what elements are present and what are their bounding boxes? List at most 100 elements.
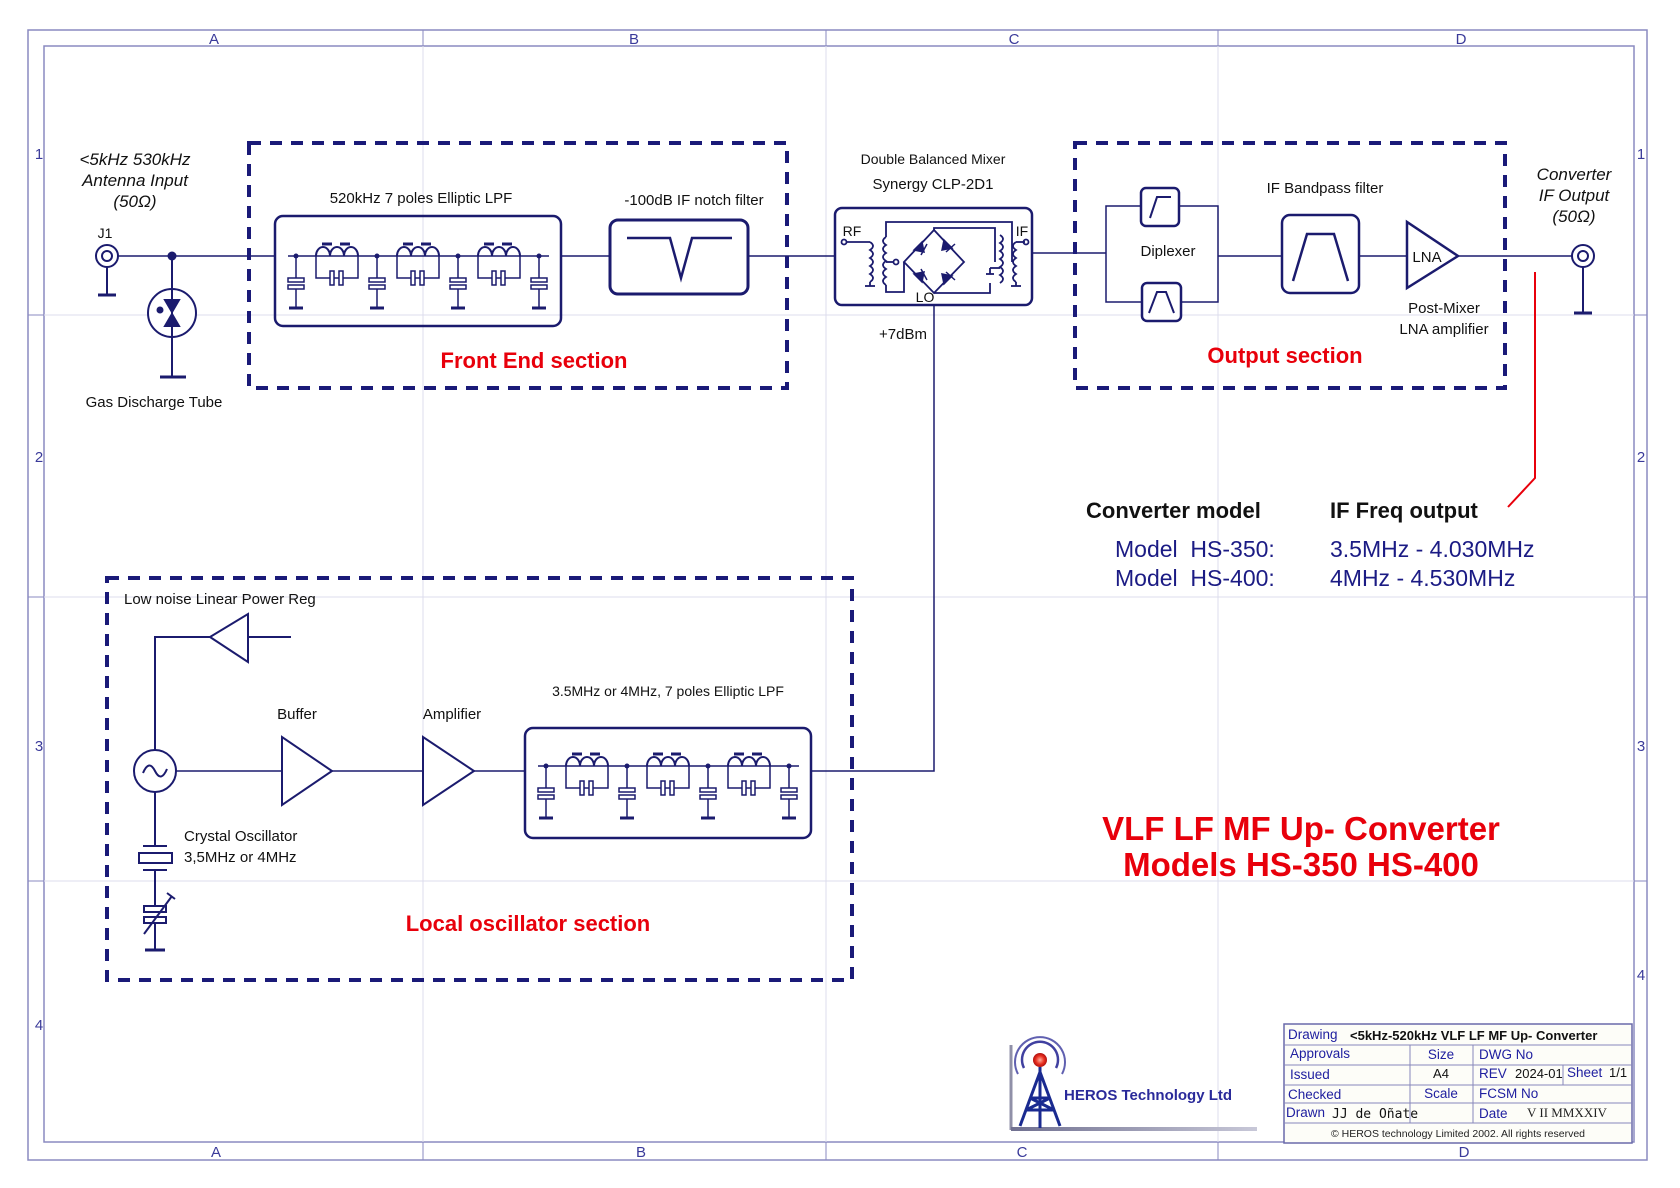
row-label-2-right: 2 — [1637, 449, 1645, 466]
front-end-section-border — [247, 141, 789, 390]
model-table-header-freq: IF Freq output — [1330, 498, 1479, 523]
oscillator-source-icon[interactable] — [133, 749, 177, 793]
tb-rev-label: REV — [1479, 1066, 1507, 1081]
lo-level-label: +7dBm — [879, 326, 927, 343]
output-connector-icon[interactable] — [1571, 244, 1595, 315]
input-connector-icon[interactable] — [95, 244, 119, 297]
output-section-title: Output section — [1207, 343, 1362, 368]
highpass-filter-icon — [1139, 186, 1181, 228]
buffer-amplifier-icon[interactable] — [281, 735, 334, 807]
front-end-lpf-block[interactable] — [273, 214, 563, 328]
row-label-4-right: 4 — [1637, 967, 1645, 984]
output-label-line2: IF Output — [1539, 186, 1611, 205]
mixer-diodes-icon — [912, 238, 956, 286]
tb-drawn-label: Drawn — [1286, 1105, 1325, 1120]
lo-lpf-label: 3.5MHz or 4MHz, 7 poles Elliptic LPF — [552, 683, 784, 699]
gas-discharge-tube-label: Gas Discharge Tube — [86, 394, 223, 411]
buffer-label: Buffer — [277, 706, 317, 723]
diplexer-block[interactable] — [1105, 186, 1219, 323]
mixer-part-label: Synergy CLP-2D1 — [873, 176, 994, 193]
lpf-schematic-icon — [287, 242, 549, 310]
grid-row-labels-right: 1 2 3 4 — [1637, 146, 1645, 984]
model-table: Converter model IF Freq output Model HS-… — [1086, 498, 1535, 591]
tb-fcsm-label: FCSM No — [1479, 1086, 1538, 1101]
col-label-d: D — [1456, 31, 1467, 48]
power-regulator-icon — [154, 612, 291, 750]
row-label-3-right: 3 — [1637, 738, 1645, 755]
col-label-c-bottom: C — [1017, 1144, 1028, 1161]
lna-caption-1: Post-Mixer — [1408, 300, 1480, 317]
radio-tower-icon — [1014, 1036, 1066, 1128]
logo-text: HEROS Technology Ltd — [1064, 1087, 1232, 1104]
crystal-icon — [138, 792, 173, 905]
grid-column-labels-bottom: A B C D — [211, 1144, 1470, 1161]
row-label-1: 1 — [35, 146, 43, 163]
antenna-impedance: (50Ω) — [113, 192, 156, 211]
model-row-2-freq: 4MHz - 4.530MHz — [1330, 565, 1515, 591]
tb-drawing-value: <5kHz-520kHz VLF LF MF Up- Converter — [1350, 1028, 1597, 1043]
col-label-a-bottom: A — [211, 1144, 221, 1161]
lo-lpf-schematic-icon — [537, 752, 799, 820]
tb-copyright: © HEROS technology Limited 2002. All rig… — [1331, 1128, 1585, 1140]
company-logo: HEROS Technology Ltd — [1009, 1036, 1257, 1131]
main-title-line2: Models HS-350 HS-400 — [1123, 846, 1479, 883]
mixer-port-if: IF — [1016, 223, 1028, 239]
tb-sheet-value: 1/1 — [1609, 1065, 1627, 1080]
crystal-label-2: 3,5MHz or 4MHz — [184, 849, 297, 866]
amplifier-label: Amplifier — [423, 706, 481, 723]
tb-checked-label: Checked — [1288, 1087, 1341, 1102]
connector-ref-j1: J1 — [98, 225, 113, 241]
front-end-section-title: Front End section — [441, 348, 628, 373]
power-reg-label: Low noise Linear Power Reg — [124, 591, 316, 608]
model-table-header-model: Converter model — [1086, 498, 1261, 523]
tb-rev-value: 2024-01 — [1515, 1066, 1563, 1081]
tb-dwg-label: DWG No — [1479, 1047, 1533, 1062]
gas-discharge-tube-icon — [147, 256, 197, 379]
lo-amplifier-icon[interactable] — [422, 735, 476, 807]
antenna-input-label: <5kHz 530kHz Antenna Input (50Ω) — [79, 150, 191, 211]
lna-label: LNA — [1412, 249, 1441, 266]
front-end-lpf-label: 520kHz 7 poles Elliptic LPF — [330, 190, 513, 207]
callout-line — [1507, 272, 1536, 508]
col-label-c: C — [1009, 31, 1020, 48]
if-bandpass-label: IF Bandpass filter — [1267, 180, 1384, 197]
model-row-1-model: Model HS-350: — [1115, 536, 1275, 562]
col-label-a: A — [209, 31, 219, 48]
notch-response-icon — [627, 236, 732, 283]
tb-scale-label: Scale — [1424, 1086, 1458, 1101]
trimmer-capacitor-icon — [143, 892, 176, 952]
row-label-2: 2 — [35, 449, 43, 466]
notch-filter-label: -100dB IF notch filter — [624, 192, 763, 209]
mixer-schematic-icon — [840, 221, 1030, 295]
model-row-2-model: Model HS-400: — [1115, 565, 1275, 591]
lo-lpf-block[interactable] — [523, 726, 813, 840]
local-oscillator-section-title: Local oscillator section — [406, 911, 651, 936]
mixer-type-label: Double Balanced Mixer — [861, 151, 1006, 167]
tb-issued-label: Issued — [1290, 1067, 1330, 1082]
mixer-port-rf: RF — [843, 223, 862, 239]
main-title-line1: VLF LF MF Up- Converter — [1102, 810, 1500, 847]
tb-drawing-label: Drawing — [1288, 1027, 1338, 1042]
antenna-freq-range: <5kHz 530kHz — [79, 150, 191, 169]
lo-feed-wire — [811, 305, 935, 772]
bandpass-small-filter-icon — [1140, 281, 1183, 323]
bandpass-response-icon — [1291, 232, 1350, 282]
if-bandpass-block[interactable] — [1280, 213, 1361, 295]
col-label-b: B — [629, 31, 639, 48]
local-oscillator-section-border — [105, 576, 854, 982]
title-block: Drawing <5kHz-520kHz VLF LF MF Up- Conve… — [1283, 1023, 1633, 1144]
mixer-port-lo: LO — [916, 289, 935, 305]
row-label-3: 3 — [35, 738, 43, 755]
tb-drawn-value: JJ de Oñate — [1332, 1107, 1418, 1122]
col-label-d-bottom: D — [1459, 1144, 1470, 1161]
converter-output-label: Converter IF Output (50Ω) — [1537, 165, 1613, 226]
output-label-line1: Converter — [1537, 165, 1613, 184]
row-label-4: 4 — [35, 1017, 43, 1034]
model-row-1-freq: 3.5MHz - 4.030MHz — [1330, 536, 1535, 562]
lna-caption-2: LNA amplifier — [1399, 321, 1488, 338]
tb-approvals-label: Approvals — [1290, 1046, 1350, 1061]
lna-amplifier-icon[interactable] — [1405, 219, 1461, 291]
notch-filter-block[interactable] — [608, 218, 750, 296]
crystal-label-1: Crystal Oscillator — [184, 828, 297, 845]
